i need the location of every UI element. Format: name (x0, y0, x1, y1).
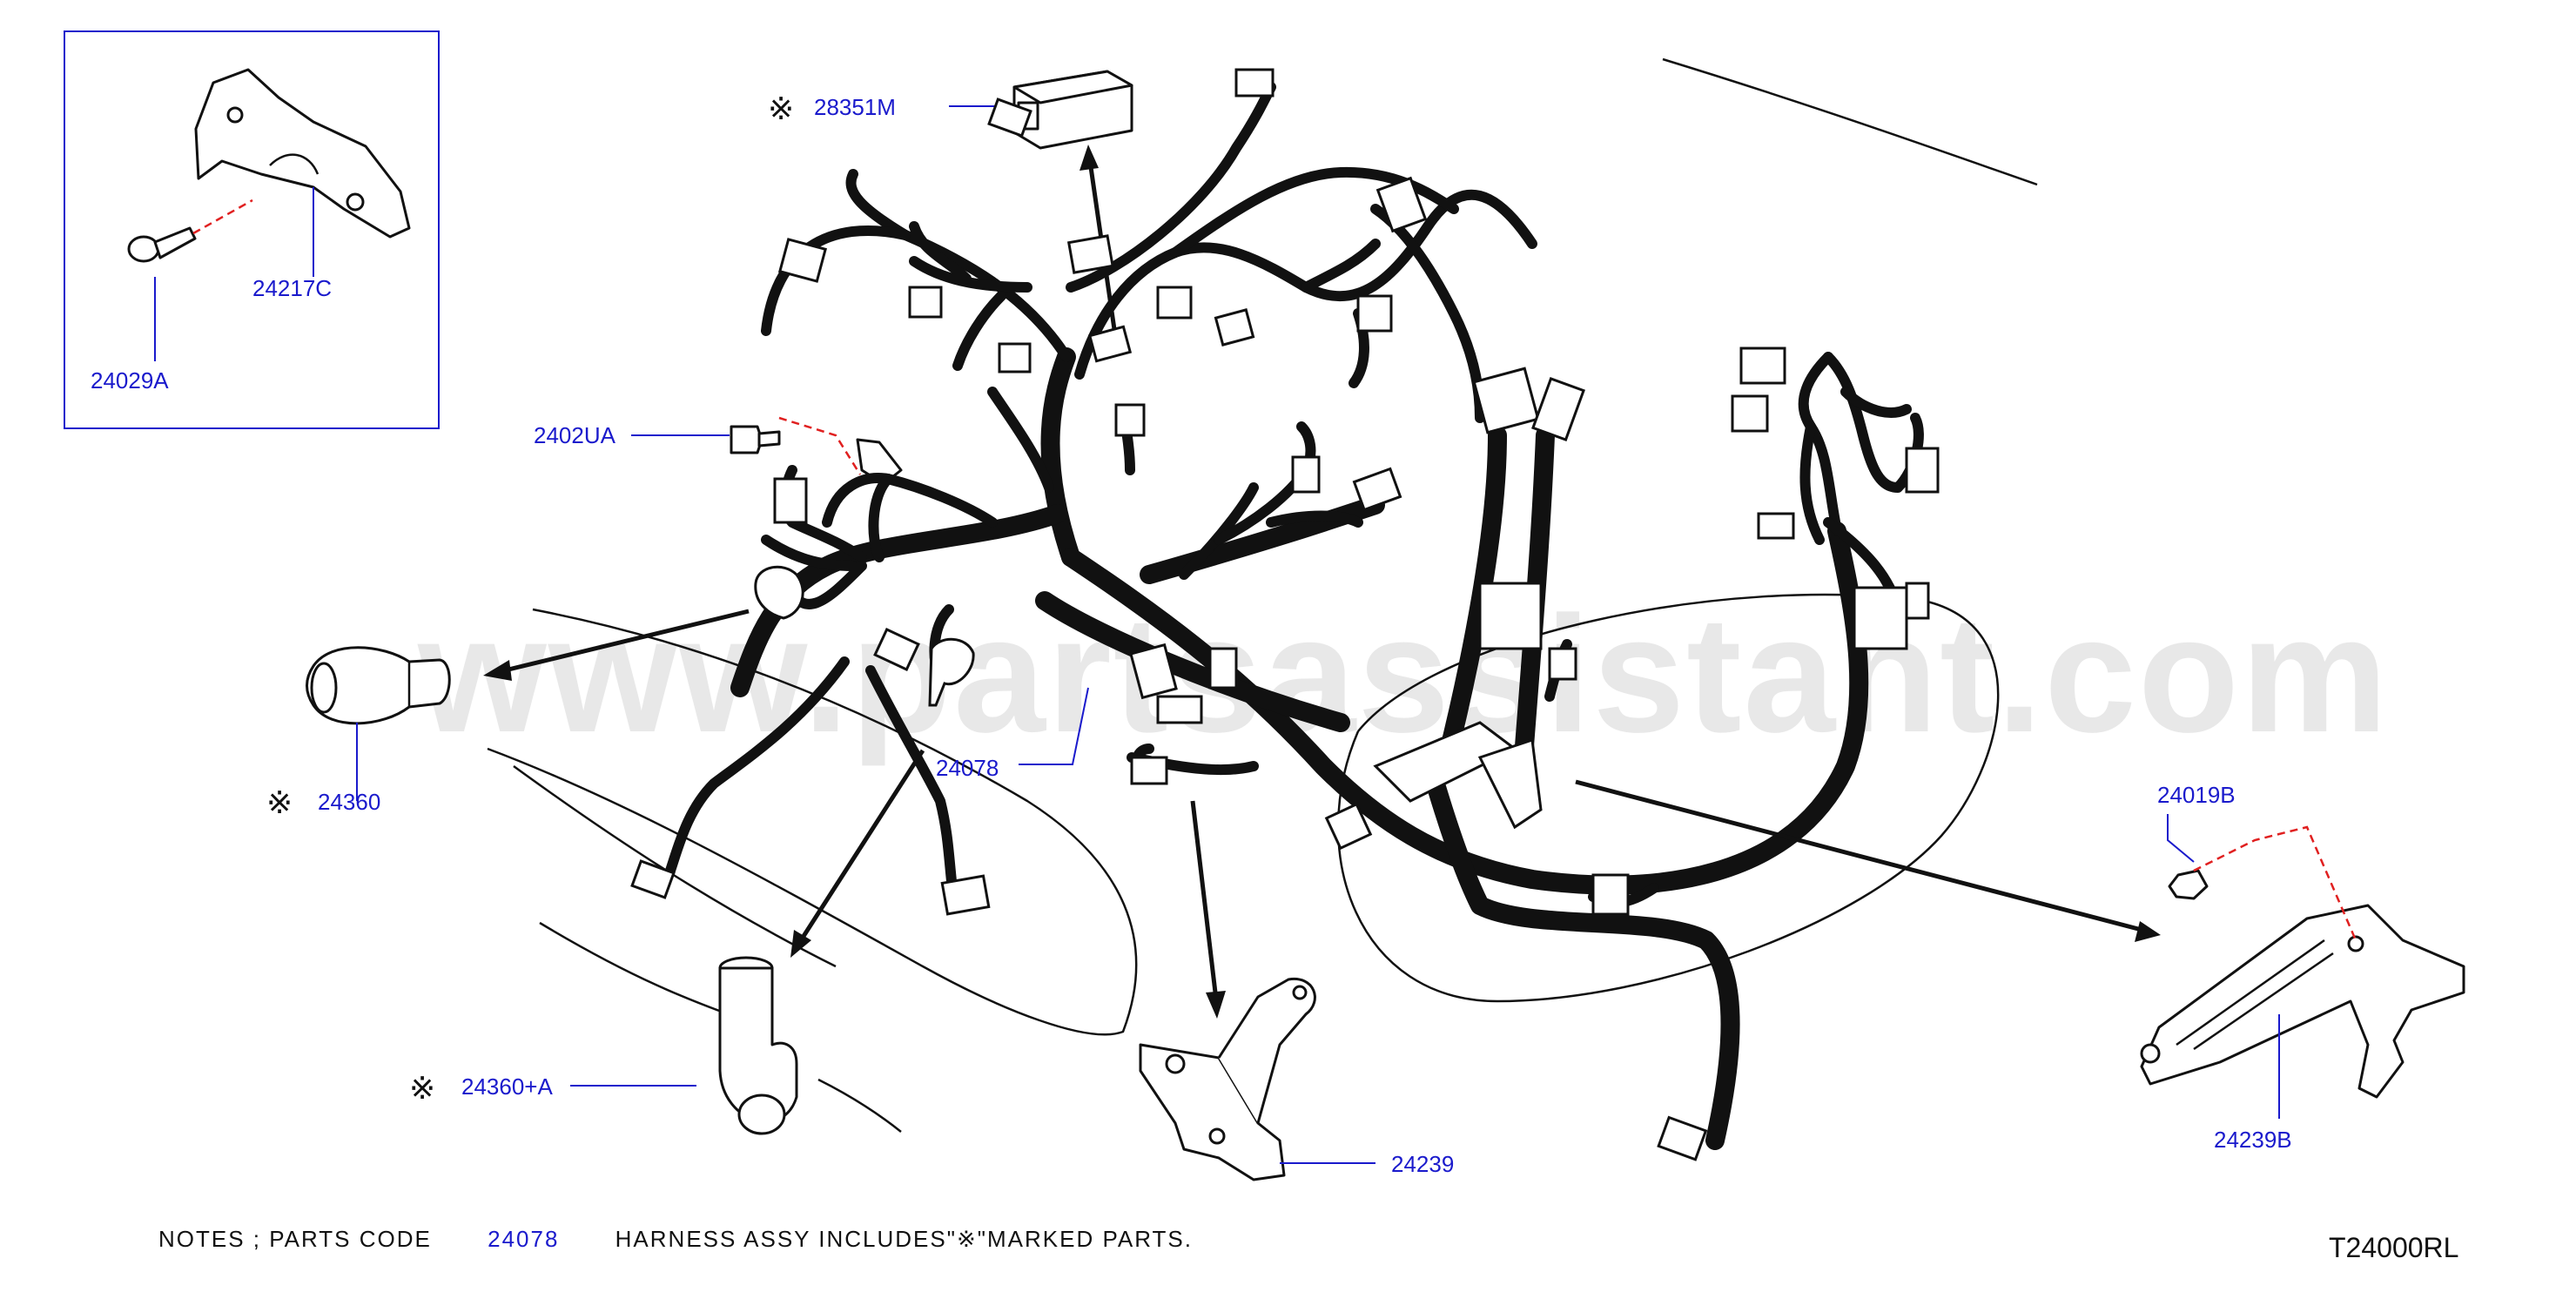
notes-suffix: HARNESS ASSY INCLUDES"※"MARKED PARTS. (615, 1226, 1193, 1252)
grommet-24360: ※ 24360 (266, 609, 750, 821)
label-24239[interactable]: 24239 (1391, 1151, 1454, 1177)
screw-24029a (127, 226, 197, 263)
label-24078[interactable]: 24078 (936, 755, 999, 781)
label-24029a[interactable]: 24029A (91, 367, 169, 394)
label-24360[interactable]: 24360 (318, 789, 380, 815)
label-24019b[interactable]: 24019B (2157, 782, 2236, 808)
connector-28351m: ※ 28351M (768, 70, 1133, 342)
bracket-24239b: 24019B 24239B (1575, 779, 2465, 1153)
label-24360a[interactable]: 24360+A (461, 1073, 553, 1100)
label-2402ua[interactable]: 2402UA (534, 422, 616, 448)
drawing-code: T24000RL (2329, 1232, 2458, 1263)
label-24239b[interactable]: 24239B (2214, 1127, 2292, 1153)
label-28351m[interactable]: 28351M (814, 94, 896, 120)
notes-code: 24078 (488, 1226, 559, 1252)
svg-text:NOTES ; PARTS CODE 24078: NOTES ; PARTS CODE 24078 HARNESS ASSY IN… (158, 1226, 1193, 1252)
notes: NOTES ; PARTS CODE 24078 HARNESS ASSY IN… (158, 1226, 1193, 1252)
harness-label: 24078 (936, 687, 1089, 781)
star-mark-24360a: ※ (409, 1071, 435, 1107)
label-24217c[interactable]: 24217C (252, 275, 332, 301)
watermark: www.partsassistant.com (417, 582, 2390, 767)
inset-box: 24217C 24029A (64, 30, 440, 429)
bolt-2402ua: 2402UA (534, 416, 903, 486)
notes-prefix: NOTES ; PARTS CODE (158, 1226, 432, 1252)
star-mark-24360: ※ (266, 785, 293, 821)
star-mark-28351m: ※ (768, 91, 794, 127)
grommet-24360a: ※ 24360+A (409, 749, 925, 1135)
bracket-24239: 24239 (1139, 800, 1454, 1181)
harness-connectors (630, 68, 1940, 1161)
bracket-24217c (194, 68, 411, 239)
